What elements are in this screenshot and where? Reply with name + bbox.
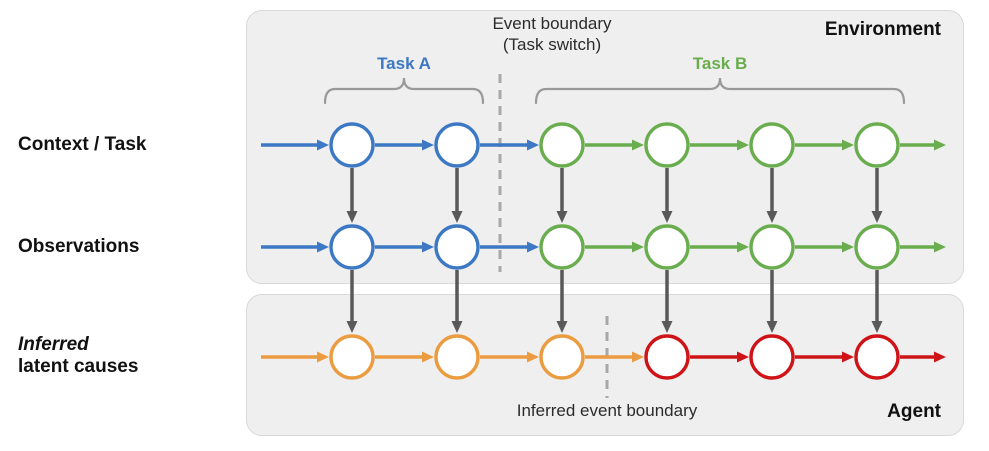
task-a-label: Task A (377, 54, 431, 73)
arrow-context-to-observations-3-head-icon (556, 211, 568, 223)
arrow-observations-5-head-icon (842, 241, 854, 253)
arrow-context-5-head-icon (842, 139, 854, 151)
node-context-2 (434, 122, 480, 168)
arrow-latent-5-head-icon (842, 351, 854, 363)
node-context-5 (749, 122, 795, 168)
arrow-observations-4-head-icon (737, 241, 749, 253)
lead-arrow-context-head-icon (317, 139, 329, 151)
arrow-observations-3-head-icon (632, 241, 644, 253)
task-a-brace (323, 77, 485, 105)
arrow-observations-to-latent-2-head-icon (451, 321, 463, 333)
arrow-context-2-head-icon (527, 139, 539, 151)
arrow-latent-3-head-icon (632, 351, 644, 363)
arrow-context-to-observations-5-head-icon (766, 211, 778, 223)
event-boundary-line2: (Task switch) (502, 35, 602, 54)
inferred-word: Inferred (18, 334, 89, 355)
node-context-3 (539, 122, 585, 168)
node-context-1 (329, 122, 375, 168)
arrow-context-4-head-icon (737, 139, 749, 151)
arrow-observations-1-head-icon (422, 241, 434, 253)
arrow-context-to-observations-2-head-icon (451, 211, 463, 223)
node-observations-1 (329, 224, 375, 270)
node-latent-6 (854, 334, 900, 380)
arrow-observations-to-latent-1-head-icon (346, 321, 358, 333)
node-context-4 (644, 122, 690, 168)
node-observations-5 (749, 224, 795, 270)
node-observations-3 (539, 224, 585, 270)
task-b-label: Task B (692, 54, 748, 73)
arrow-context-to-observations-6-head-icon (871, 211, 883, 223)
node-context-6 (854, 122, 900, 168)
node-latent-3 (539, 334, 585, 380)
inferred-event-boundary-label: Inferred event boundary (516, 401, 698, 420)
task-b-brace (534, 77, 906, 105)
arrow-latent-1-head-icon (422, 351, 434, 363)
latent-causes-word: latent causes (18, 356, 139, 377)
node-latent-2 (434, 334, 480, 380)
node-observations-6 (854, 224, 900, 270)
node-latent-5 (749, 334, 795, 380)
arrow-context-to-observations-1-head-icon (346, 211, 358, 223)
latent-causes-row-label: Inferred latent causes (18, 334, 138, 378)
context-task-row-label: Context / Task (18, 134, 147, 155)
event-boundary-line1: Event boundary (492, 14, 612, 33)
arrow-observations-to-latent-3-head-icon (556, 321, 568, 333)
tail-arrow-latent-head-icon (934, 351, 946, 363)
node-latent-4 (644, 334, 690, 380)
arrow-observations-to-latent-4-head-icon (661, 321, 673, 333)
arrow-context-3-head-icon (632, 139, 644, 151)
arrow-observations-to-latent-6-head-icon (871, 321, 883, 333)
node-latent-1 (329, 334, 375, 380)
arrow-observations-2-head-icon (527, 241, 539, 253)
arrow-latent-4-head-icon (737, 351, 749, 363)
arrow-context-to-observations-4-head-icon (661, 211, 673, 223)
tail-arrow-observations-head-icon (934, 241, 946, 253)
event-boundary-label: Event boundary (Task switch) (452, 13, 652, 55)
arrow-latent-2-head-icon (527, 351, 539, 363)
node-observations-4 (644, 224, 690, 270)
agent-label: Agent (887, 401, 941, 422)
lead-arrow-latent-head-icon (317, 351, 329, 363)
environment-label: Environment (824, 19, 941, 40)
observations-row-label: Observations (18, 236, 140, 257)
arrow-context-1-head-icon (422, 139, 434, 151)
arrow-observations-to-latent-5-head-icon (766, 321, 778, 333)
node-observations-2 (434, 224, 480, 270)
tail-arrow-context-head-icon (934, 139, 946, 151)
lead-arrow-observations-head-icon (317, 241, 329, 253)
